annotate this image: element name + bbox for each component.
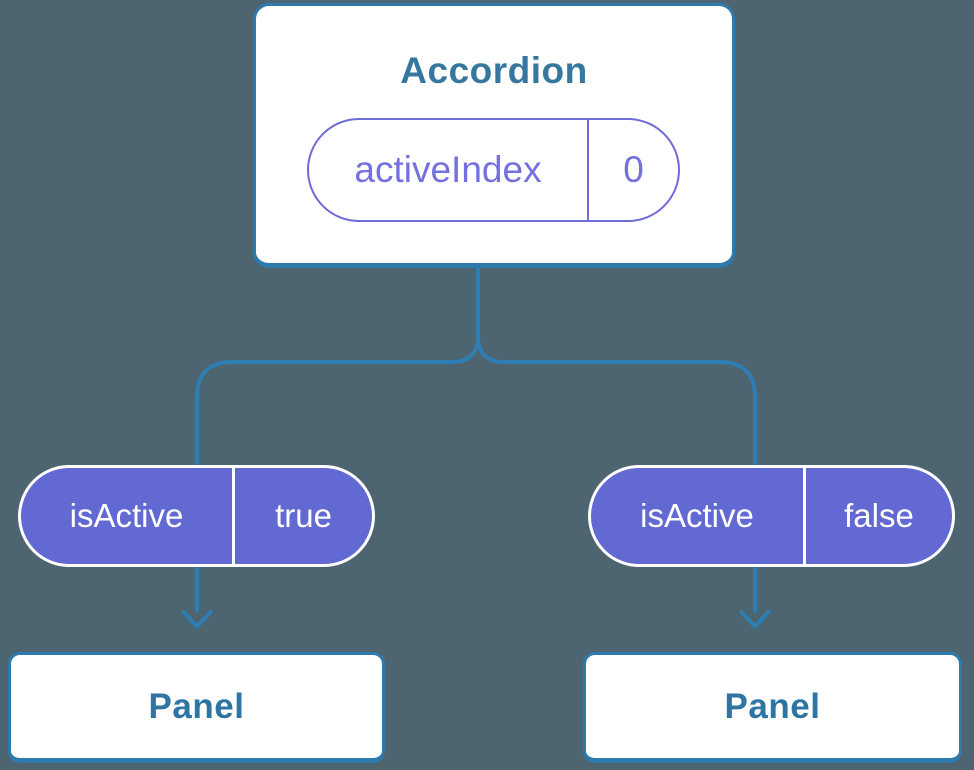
state-pill: activeIndex 0 [307, 118, 680, 222]
prop-pill-left: isActive true [18, 465, 375, 567]
arrowhead-left-icon [181, 610, 213, 629]
prop-pill-right: isActive false [588, 465, 955, 567]
panel-label: Panel [148, 686, 245, 726]
accordion-component-box: Accordion activeIndex 0 [253, 3, 735, 268]
panel-label: Panel [724, 686, 821, 726]
state-pill-value: 0 [623, 149, 644, 190]
panel-box-right: Panel [583, 652, 962, 763]
prop-pill-right-name: isActive [591, 468, 806, 564]
prop-pill-left-value: true [275, 497, 332, 534]
component-title: Accordion [400, 50, 588, 91]
prop-pill-right-value: false [844, 497, 914, 534]
panel-box-left: Panel [8, 652, 385, 763]
state-pill-name: activeIndex [309, 120, 589, 220]
arrowhead-right-icon [739, 610, 771, 629]
prop-pill-left-name: isActive [21, 468, 235, 564]
